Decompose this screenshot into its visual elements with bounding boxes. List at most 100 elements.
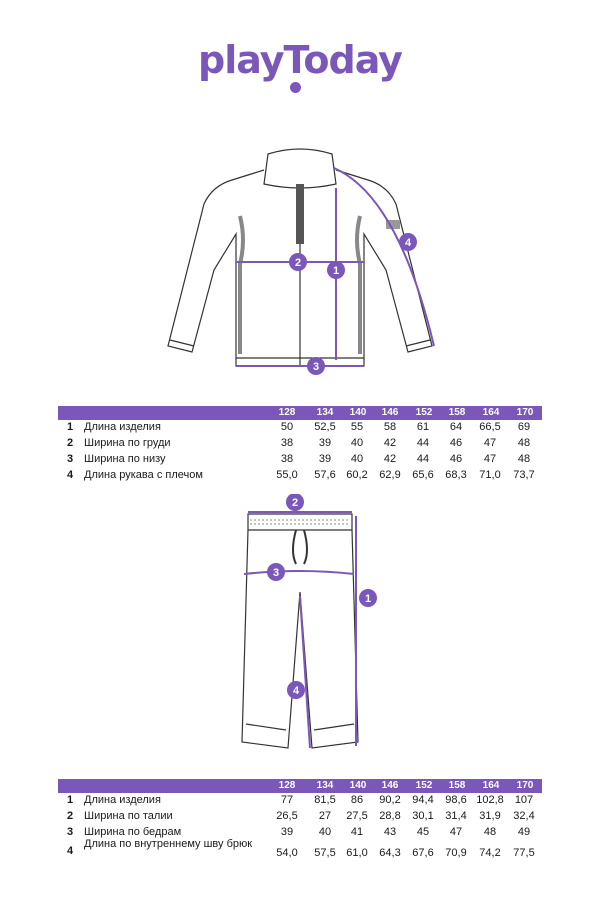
size-value: 62,9: [379, 469, 401, 481]
size-header: 140: [349, 780, 367, 791]
drawstring: [292, 529, 308, 565]
size-value: 27,5: [346, 810, 368, 822]
size-value: 46: [449, 437, 463, 449]
brand-logo-text: playToday: [198, 38, 403, 82]
svg-text:4: 4: [405, 237, 412, 249]
size-value: 39: [318, 453, 332, 465]
size-header: 134: [316, 780, 334, 791]
logo-dot: [290, 82, 301, 93]
size-value: 39: [318, 437, 332, 449]
jacket-drawing: 1 2 3 4: [167, 148, 435, 375]
size-value: 30,1: [412, 810, 434, 822]
size-value: 27: [318, 810, 332, 822]
sleeve-logo-patch: [386, 220, 400, 229]
size-header: 128: [278, 407, 296, 418]
size-value: 39: [280, 826, 294, 838]
size-value: 47: [483, 453, 497, 465]
size-value: 68,3: [445, 469, 467, 481]
row-number: 4: [67, 469, 74, 481]
size-value: 42: [383, 437, 397, 449]
size-value: 42: [383, 453, 397, 465]
row-label: Ширина по бедрам: [84, 826, 182, 838]
size-value: 40: [350, 453, 364, 465]
size-value: 31,4: [445, 810, 467, 822]
size-value: 26,5: [276, 810, 298, 822]
size-value: 61: [416, 421, 430, 433]
size-value: 32,4: [513, 810, 535, 822]
zipper-pull: [296, 184, 304, 244]
jacket-marker-4: 4: [399, 233, 417, 251]
svg-text:1: 1: [365, 593, 371, 605]
pants-drawing: 1 2 3 4: [241, 494, 377, 749]
size-value: 44: [416, 453, 430, 465]
size-value: 48: [483, 826, 497, 838]
size-header: 128: [278, 780, 296, 791]
row-label: Длина рукава с плечом: [84, 469, 203, 481]
size-header: 152: [415, 780, 433, 791]
size-header: 146: [381, 780, 399, 791]
row-label: Ширина по груди: [84, 437, 171, 449]
pants-marker-1: 1: [359, 589, 377, 607]
jacket-marker-3: 3: [307, 357, 325, 375]
size-value: 48: [517, 453, 531, 465]
jacket-size-table: 128 134 140 146 152 158 164 170 1 Длина и…: [58, 406, 542, 484]
svg-text:2: 2: [295, 257, 301, 269]
size-value: 43: [383, 826, 397, 838]
size-value: 38: [280, 453, 294, 465]
size-header: 134: [316, 407, 334, 418]
svg-text:4: 4: [293, 685, 300, 697]
size-value: 90,2: [379, 794, 401, 806]
size-header: 140: [349, 407, 367, 418]
size-value: 86: [350, 794, 364, 806]
size-value: 52,5: [314, 421, 336, 433]
pants-size-header: 128 134 140 146 152 158 164 170: [58, 779, 542, 793]
pants-marker-4: 4: [287, 681, 305, 699]
brand-logo: playToday: [0, 38, 600, 93]
svg-text:1: 1: [333, 265, 339, 277]
row-label: Длина изделия: [84, 794, 161, 806]
size-value: 49: [517, 826, 531, 838]
size-header: 170: [516, 407, 534, 418]
size-value: 31,9: [479, 810, 501, 822]
size-value: 57,6: [314, 469, 336, 481]
size-value: 55,0: [276, 469, 298, 481]
size-value: 47: [449, 826, 463, 838]
table-row: 3 Ширина по бедрам 39 40 41 43 45 47 48 49: [58, 825, 542, 841]
size-value: 54,0: [276, 847, 298, 859]
size-value: 40: [318, 826, 332, 838]
size-value: 44: [416, 437, 430, 449]
size-value: 61,0: [346, 847, 368, 859]
row-number: 3: [67, 826, 74, 838]
size-header: 146: [381, 407, 399, 418]
size-value: 66,5: [479, 421, 501, 433]
pants-marker-2: 2: [286, 494, 304, 511]
size-header: 170: [516, 780, 534, 791]
size-value: 45: [416, 826, 430, 838]
size-value: 60,2: [346, 469, 368, 481]
size-value: 64: [449, 421, 463, 433]
size-value: 69: [517, 421, 531, 433]
size-value: 102,8: [476, 794, 504, 806]
row-label: Длина изделия: [84, 421, 161, 433]
row-number: 2: [67, 437, 74, 449]
size-value: 40: [350, 437, 364, 449]
size-value: 98,6: [445, 794, 467, 806]
size-value: 64,3: [379, 847, 401, 859]
row-number: 1: [67, 421, 74, 433]
size-value: 55: [350, 421, 364, 433]
size-header: 152: [415, 407, 433, 418]
size-value: 41: [350, 826, 364, 838]
jacket-size-header: 128 134 140 146 152 158 164 170: [58, 406, 542, 420]
size-value: 74,2: [479, 847, 501, 859]
row-label: Ширина по низу: [84, 453, 166, 465]
size-value: 71,0: [479, 469, 501, 481]
size-value: 46: [449, 453, 463, 465]
